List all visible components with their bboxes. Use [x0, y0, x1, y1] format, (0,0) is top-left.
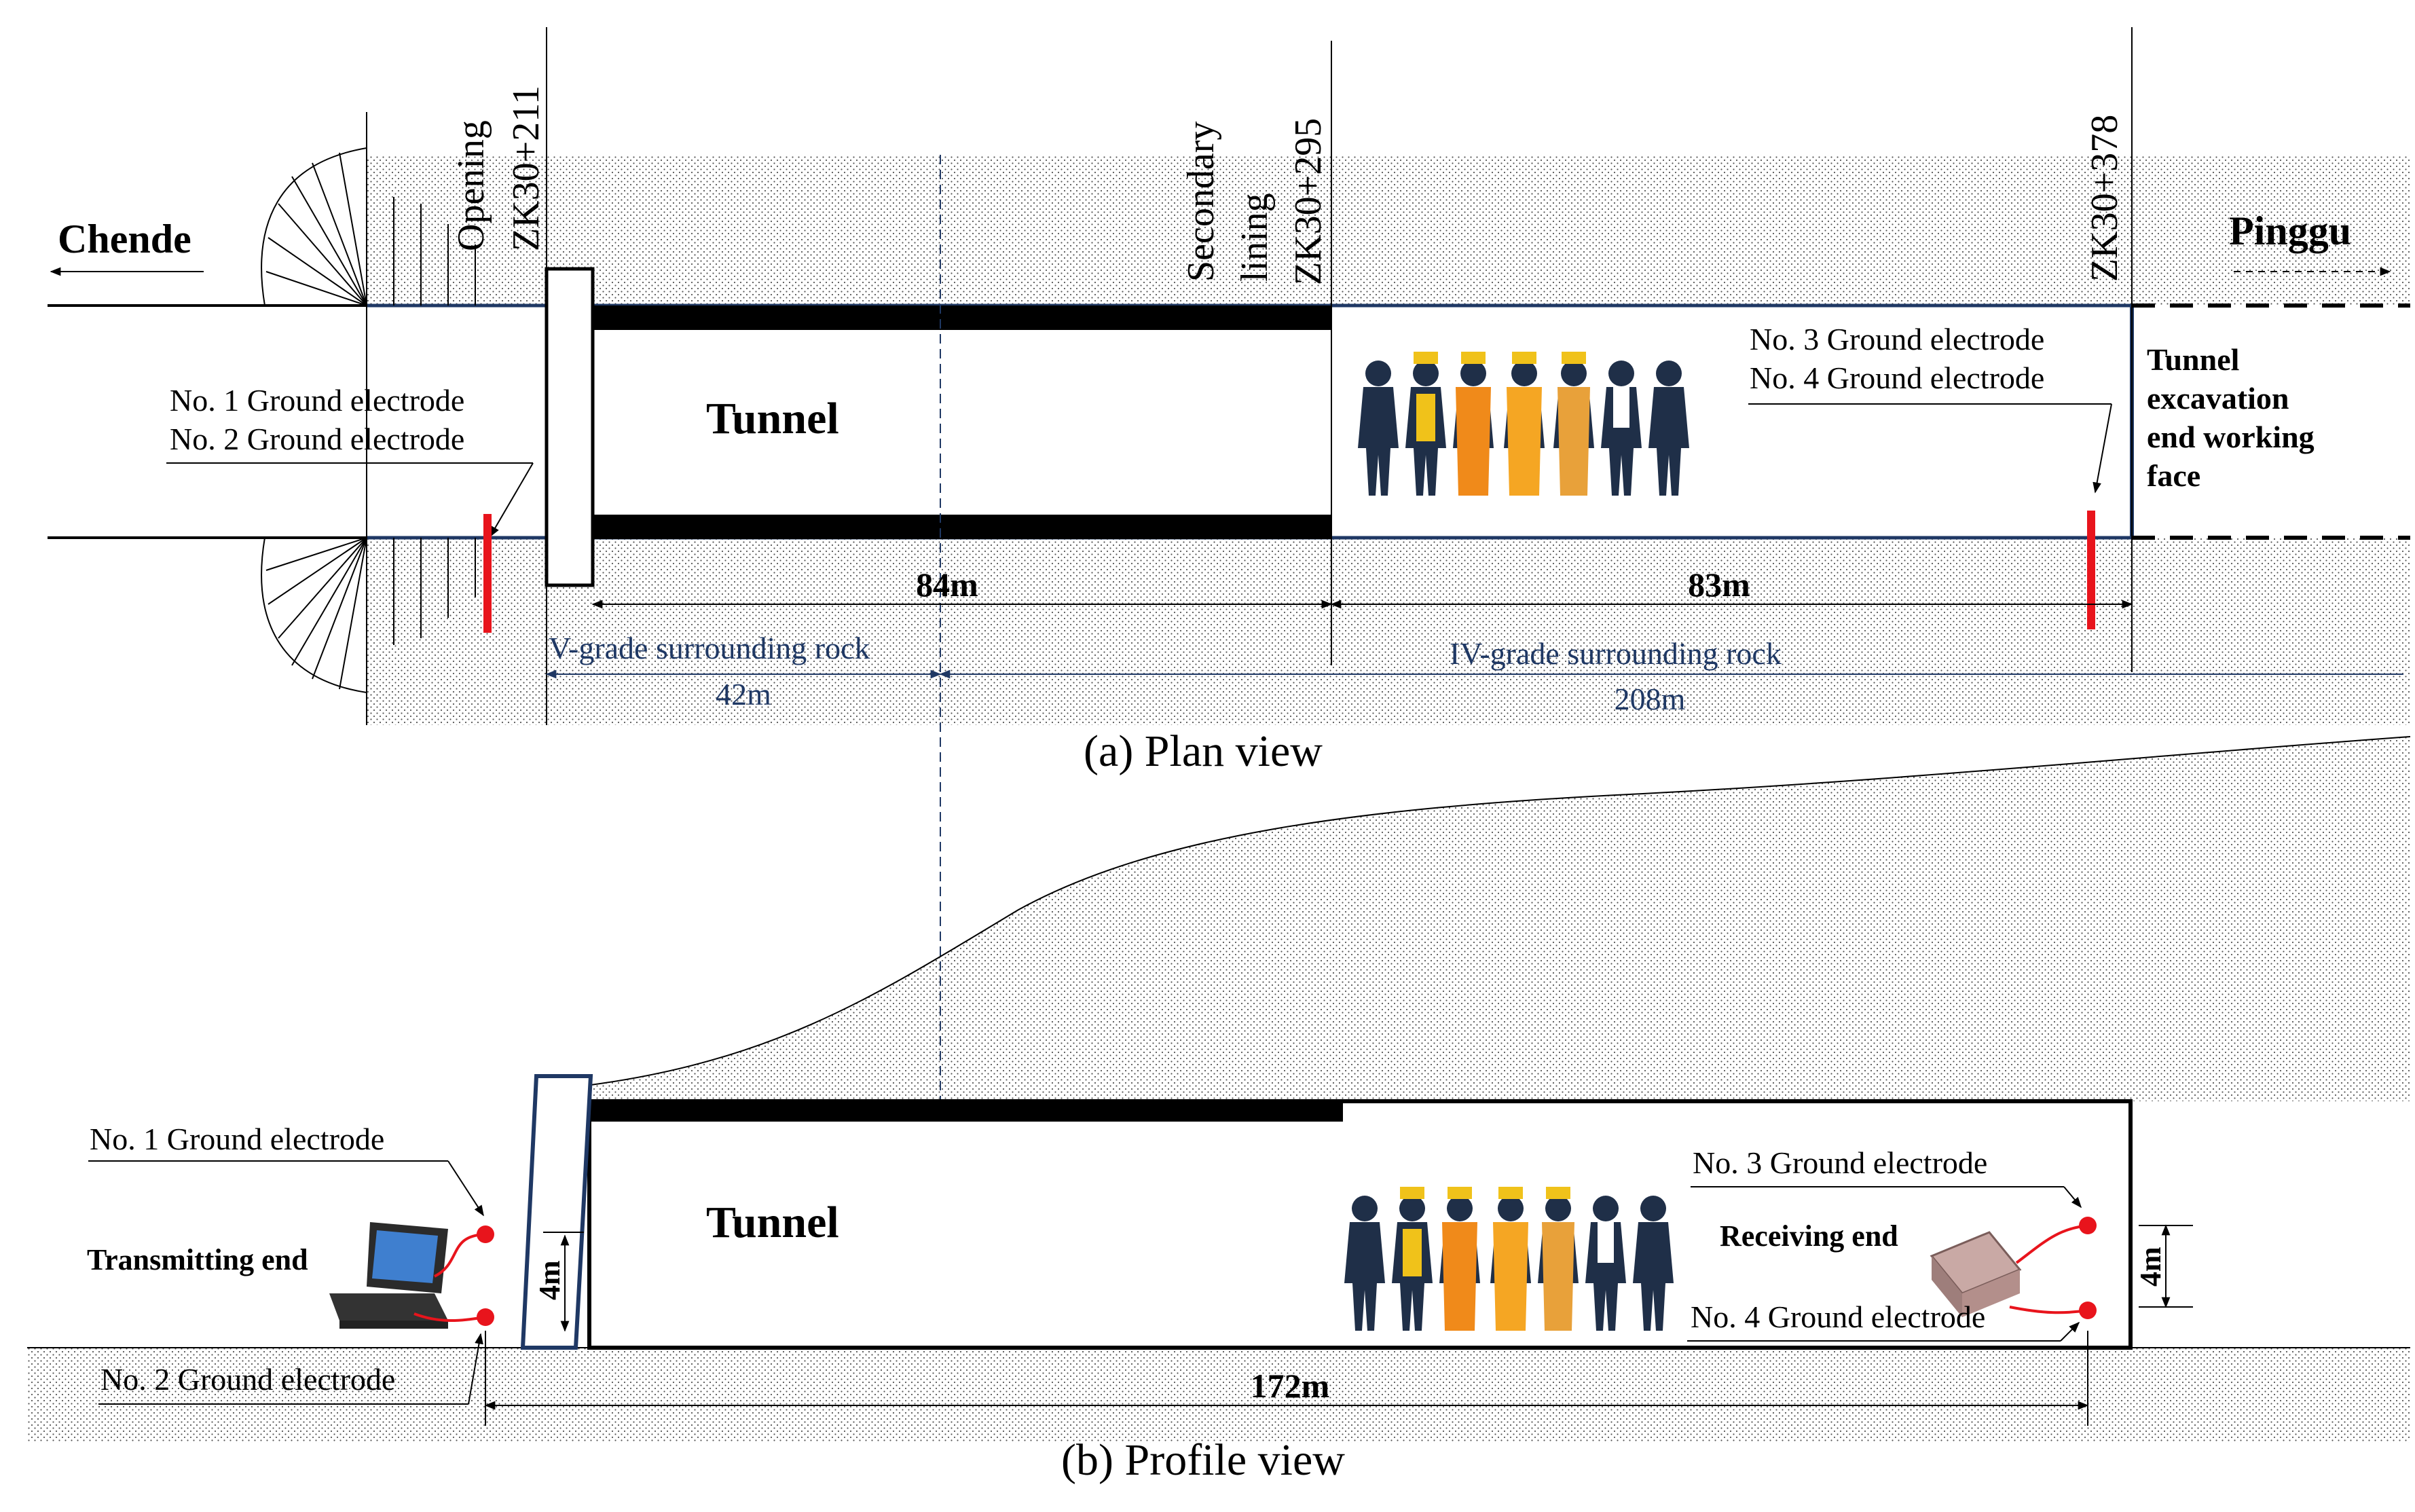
profile-electrode-2-label: No. 2 Ground electrode — [100, 1362, 395, 1397]
profile-electrode-4 — [2079, 1302, 2097, 1319]
profile-electrode-3 — [2079, 1217, 2097, 1234]
station-face: ZK30+378 — [2084, 115, 2126, 282]
ground-surface — [590, 736, 2411, 1086]
station-opening: ZK30+211 — [505, 86, 547, 251]
rock-iv-label: IV-grade surrounding rock — [1450, 636, 1782, 671]
secondary-label-1: Secondary — [1180, 122, 1222, 282]
station-lining: ZK30+295 — [1287, 118, 1329, 285]
place-chende: Chende — [58, 217, 191, 261]
laptop-icon — [329, 1222, 448, 1329]
plan-caption: (a) Plan view — [1084, 726, 1323, 776]
profile-electrode-3-label: No. 3 Ground electrode — [1693, 1145, 1987, 1180]
profile-electrode-1 — [477, 1225, 494, 1243]
plan-electrode-1-2 — [483, 514, 492, 633]
secondary-label-2: lining — [1234, 193, 1276, 282]
plan-electrode-3-4 — [2087, 511, 2095, 629]
receiver-device-icon — [1930, 1231, 2022, 1317]
profile-lining — [589, 1101, 1343, 1122]
transmitting-label: Transmitting end — [87, 1243, 308, 1276]
profile-electrode-1-label: No. 1 Ground electrode — [90, 1122, 384, 1156]
plan-electrode-2-label: No. 2 Ground electrode — [170, 422, 464, 456]
profile-view: Tunnel 4m 4m No. 1 Ground electrode Tran… — [27, 736, 2411, 1485]
plan-portal — [545, 267, 595, 587]
plan-electrode-3-label: No. 3 Ground electrode — [1750, 322, 2044, 356]
profile-caption: (b) Profile view — [1061, 1435, 1345, 1485]
mountain-rock — [591, 737, 2410, 1101]
plan-workers — [1358, 352, 1689, 496]
dim-unlined: 83m — [1688, 566, 1750, 604]
span-length: 172m — [1251, 1367, 1330, 1405]
dim-lined: 84m — [916, 566, 978, 604]
rock-v-length: 42m — [716, 677, 771, 712]
height-left: 4m — [533, 1260, 566, 1300]
profile-electrode-2 — [477, 1308, 494, 1326]
plan-tunnel-label: Tunnel — [706, 394, 839, 443]
plan-electrode-4-label: No. 4 Ground electrode — [1750, 361, 2044, 395]
face-label-4: face — [2147, 458, 2200, 493]
profile-workers — [1344, 1187, 1674, 1331]
profile-electrode-4-label: No. 4 Ground electrode — [1691, 1299, 1985, 1334]
face-label-3: end working — [2147, 420, 2315, 454]
rock-iv-length: 208m — [1615, 682, 1686, 716]
place-pinggu: Pinggu — [2229, 208, 2351, 253]
plan-lining-bottom — [593, 515, 1331, 539]
face-label-2: excavation — [2147, 381, 2289, 416]
opening-label: Opening — [450, 120, 492, 251]
profile-portal — [520, 1074, 593, 1350]
face-label-1: Tunnel — [2147, 342, 2239, 377]
height-right: 4m — [2134, 1247, 2167, 1287]
plan-electrode-1-label: No. 1 Ground electrode — [170, 383, 464, 418]
plan-view: Chende Pinggu Opening ZK30+211 Secondary… — [48, 27, 2410, 1331]
ground-layer — [27, 1348, 2410, 1443]
profile-tunnel-label: Tunnel — [706, 1198, 839, 1247]
rock-v-label: V-grade surrounding rock — [549, 631, 870, 665]
plan-lining-top — [593, 306, 1331, 330]
receiving-label: Receiving end — [1720, 1219, 1898, 1253]
